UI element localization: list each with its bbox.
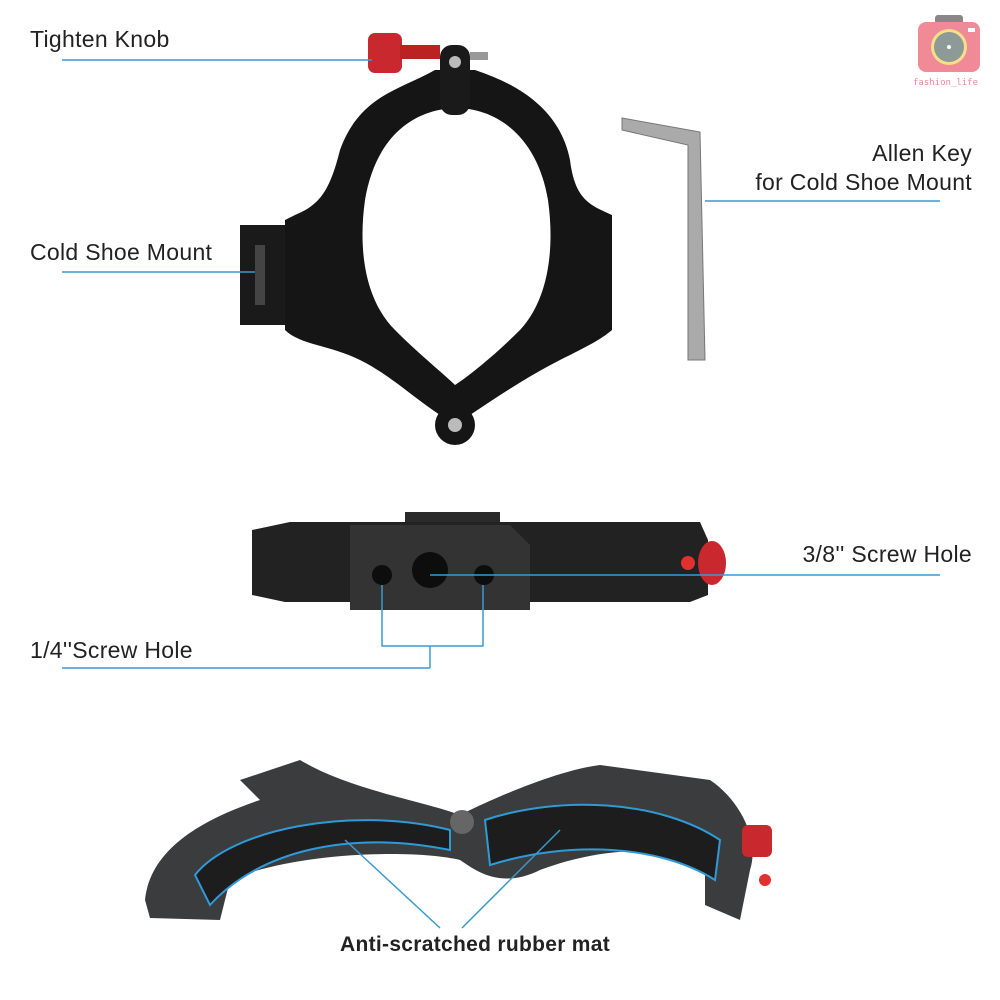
label-allen-key: Allen Key [872, 140, 972, 166]
label-3-8-screw-hole: 3/8'' Screw Hole [802, 541, 972, 567]
camera-logo-icon [918, 15, 980, 72]
logo-text: fashion_life [913, 78, 979, 88]
callout-lines [62, 59, 940, 929]
label-1-4-screw-hole: 1/4''Screw Hole [30, 637, 193, 663]
label-tighten-knob: Tighten Knob [30, 26, 170, 52]
clamp-ring-top-view [240, 45, 612, 445]
label-rubber-mat: Anti-scratched rubber mat [340, 933, 611, 956]
allen-key-icon [621, 117, 706, 361]
clamp-open-view [145, 760, 772, 920]
tighten-knob-icon [368, 33, 440, 73]
label-cold-shoe-mount: Cold Shoe Mount [30, 239, 213, 265]
label-allen-key-sub: for Cold Shoe Mount [755, 169, 972, 195]
clamp-side-view [252, 512, 726, 610]
